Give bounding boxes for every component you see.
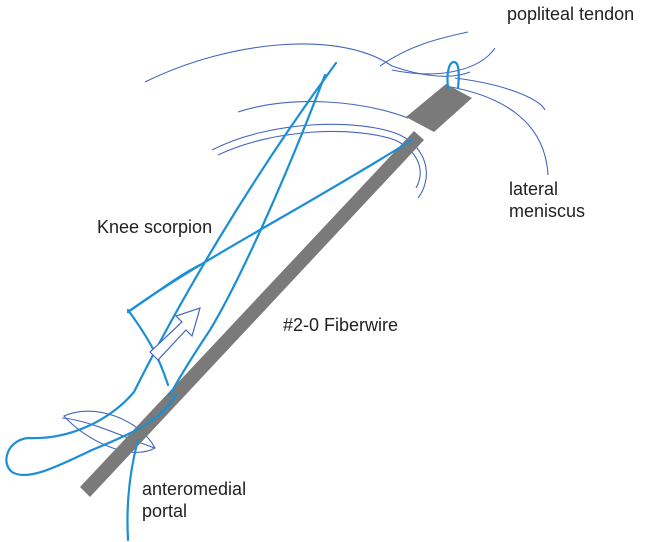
suture-upper-strand	[126, 263, 202, 314]
suture-straight-strand	[168, 73, 327, 397]
lateral-meniscus-label: lateral meniscus	[509, 178, 585, 222]
suture-tip-loop	[446, 60, 460, 90]
fiberwire-label: #2-0 Fiberwire	[283, 315, 399, 335]
knee-scorpion-label: Knee scorpion	[97, 217, 213, 237]
meniscus-rim-outer	[211, 123, 427, 199]
lateral-meniscus-line-1: lateral	[509, 179, 559, 199]
lateral-meniscus-posterior	[454, 77, 546, 111]
suture-loop-strand	[5, 61, 338, 477]
popliteal-tendon-lower	[391, 47, 496, 75]
meniscus-rim-inner	[217, 130, 421, 189]
direction-arrow	[149, 307, 201, 361]
tibial-plateau-upper	[237, 101, 409, 119]
femoral-condyle-outline	[144, 43, 471, 83]
instrument-tip	[406, 84, 472, 132]
anatomy-outlines	[61, 31, 549, 453]
popliteal-tendon-upper	[379, 31, 469, 67]
anteromedial-portal-line-1: anteromedial	[142, 479, 247, 499]
lateral-meniscus-outer	[444, 85, 549, 176]
lateral-meniscus-line-2: meniscus	[509, 201, 586, 221]
popliteal-tendon-label: popliteal tendon	[507, 4, 635, 24]
anteromedial-portal-line-2: portal	[142, 501, 188, 521]
fiberwire-instrument	[80, 84, 472, 497]
instrument-shaft	[80, 131, 424, 497]
arrow-shape	[149, 307, 201, 361]
suture-lines	[5, 60, 460, 542]
anteromedial-portal-label: anteromedial portal	[142, 478, 246, 522]
suture-lower-strand	[126, 438, 140, 542]
portal-ellipse-inner	[61, 417, 156, 449]
